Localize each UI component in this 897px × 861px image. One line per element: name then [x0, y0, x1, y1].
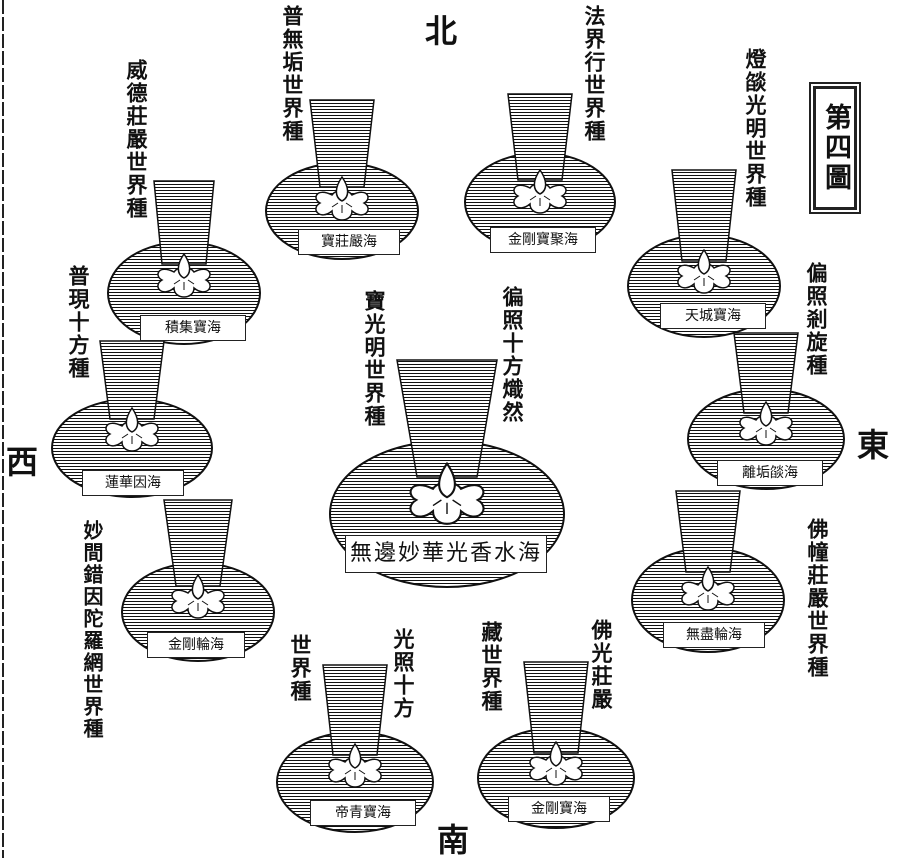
- lotus-icon: [315, 175, 369, 221]
- world-label-dengyan-guangming: 燈燄光明世界種: [743, 48, 769, 209]
- world-column-fajie-xing: [507, 93, 573, 181]
- world-label-fochuang-zhuangyan: 佛幢莊嚴世界種: [805, 518, 831, 679]
- direction-north: 北: [425, 12, 458, 50]
- world-label-miaojiancuo: 妙間錯因陀羅網世界種: [80, 520, 104, 740]
- world-column-miaojiancuo: [163, 499, 233, 587]
- lotus-icon: [409, 461, 485, 525]
- world-column-dengyan-guangming: [671, 169, 737, 262]
- sea-plaque-jiji-bao: 積集寶海: [140, 315, 246, 341]
- sea-plaque-diqing-bao: 帝青寶海: [310, 800, 416, 826]
- lotus-icon: [328, 742, 382, 788]
- world-label-shijie-zhong: 世界種: [288, 634, 314, 703]
- world-label-pu-wugou: 普無垢世界種: [280, 5, 306, 143]
- world-column-fochuang-zhuangyan: [675, 490, 741, 573]
- sea-plaque-ligou-yan: 離垢燄海: [717, 460, 823, 486]
- world-column-center: [396, 359, 498, 478]
- lotus-icon: [529, 740, 583, 786]
- world-column-guangzhao-shifang: [322, 664, 388, 756]
- world-seed-fajie-xing: [464, 93, 616, 252]
- world-column-foguang-zhuangyan: [523, 661, 589, 754]
- sea-plaque-wujin-lun: 無盡輪海: [663, 622, 765, 648]
- sea-plaque-jingang-bao: 金剛寶海: [508, 796, 610, 822]
- direction-south: 南: [437, 821, 470, 859]
- lotus-icon: [171, 573, 225, 619]
- lotus-icon: [681, 565, 735, 611]
- world-label-weide-zhuangyan: 威德莊嚴世界種: [124, 59, 150, 220]
- lotus-icon: [677, 248, 731, 294]
- sea-plaque-bao-zhuangyan: 寶莊嚴海: [298, 229, 400, 255]
- world-label-zang-shijie: 藏世界種: [479, 621, 505, 713]
- lotus-icon: [105, 406, 159, 452]
- world-column-weide-zhuangyan: [153, 180, 215, 265]
- center-sea-plaque: 無邊妙華光香水海: [345, 535, 547, 573]
- figure-label: 第四圖: [813, 86, 857, 210]
- sea-plaque-lianhua-yin: 蓮華因海: [82, 470, 184, 496]
- sea-plaque-tiancheng-bao: 天城寶海: [660, 303, 766, 329]
- center-label-left: 寶光明世界種: [362, 290, 388, 428]
- lotus-icon: [157, 252, 211, 298]
- world-column-puxian-shifang: [99, 340, 165, 420]
- lotus-icon: [739, 400, 793, 446]
- lotus-icon: [513, 168, 567, 214]
- center-label-right: 徧照十方熾然: [500, 286, 526, 424]
- world-label-fajie-xing: 法界行世界種: [582, 5, 608, 143]
- world-label-bianzhao-chaxuan: 偏照剎旋種: [804, 262, 830, 377]
- world-column-bianzhao-chaxuan: [733, 332, 799, 414]
- sea-plaque-jingang-lun: 金剛輪海: [147, 632, 245, 658]
- world-label-foguang-zhuangyan: 佛光莊嚴: [589, 619, 615, 711]
- world-label-puxian-shifang: 普現十方種: [66, 265, 92, 380]
- world-column-pu-wugou: [309, 99, 375, 188]
- world-label-guangzhao-shifang: 光照十方: [391, 628, 417, 720]
- sea-plaque-jingang-baoju: 金剛寶聚海: [490, 227, 596, 253]
- direction-west: 西: [6, 443, 39, 481]
- direction-east: 東: [857, 426, 890, 464]
